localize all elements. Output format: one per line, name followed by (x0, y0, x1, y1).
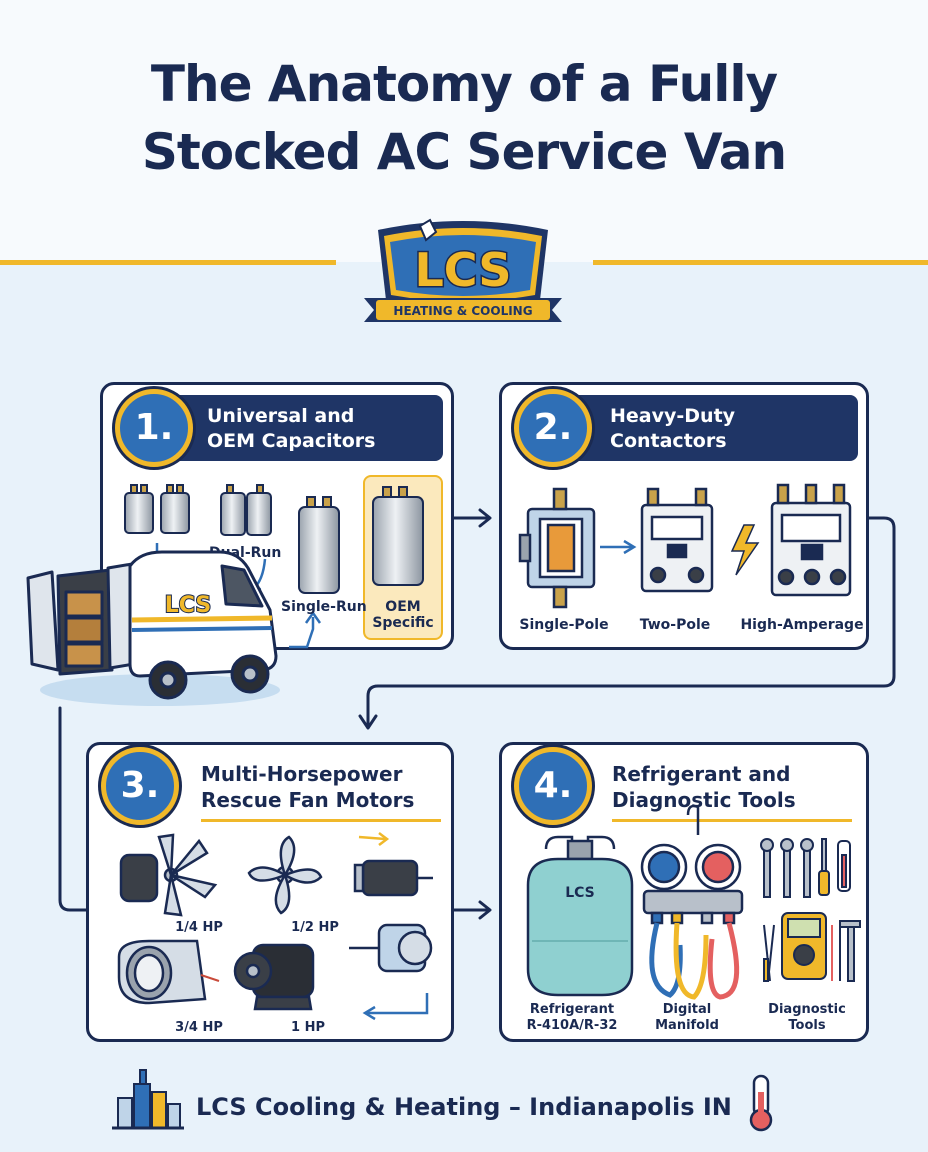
label-one-hp: 1 HP (291, 1020, 325, 1035)
label-tools: Tools (788, 1018, 826, 1033)
refrigerant-tank-icon (526, 835, 634, 997)
logo-tagline: HEATING & COOLING (393, 304, 532, 318)
label-half-hp: 1/2 HP (291, 920, 339, 935)
step-4-badge: 4. (514, 747, 592, 825)
refrigerant-tools-illustration: LCS (526, 804, 861, 1000)
thermometer-tool-icon (837, 840, 851, 892)
multimeter-icon (781, 912, 841, 981)
snowflake-flame-icon (418, 218, 438, 242)
label-oem: OEM (385, 599, 421, 615)
fan-motors-header: Multi-Horsepower Rescue Fan Motors (201, 761, 414, 813)
contactors-title-line-1: Heavy-Duty (610, 405, 736, 427)
title-rule-left (0, 260, 336, 265)
pliers-icon (763, 924, 775, 982)
manifold-gauge-icon (640, 804, 744, 925)
fan-motors-illustration (117, 832, 433, 1021)
contactors-header: Heavy-Duty Contactors (546, 395, 858, 461)
motor-with-fan-icon (349, 923, 433, 973)
high-amperage-contactor-icon (770, 483, 852, 597)
capacitors-header: Universal and OEM Capacitors (147, 395, 443, 461)
title-rule-right (593, 260, 928, 265)
header-band (0, 0, 928, 262)
screwdriver-icon (818, 838, 830, 896)
half-hp-fan-blade-icon (247, 835, 323, 915)
label-three-quarter-hp: 3/4 HP (175, 1020, 223, 1035)
label-refrigerant-types: R-410A/R-32 (526, 1018, 618, 1033)
refrigerant-tools-title-line-1: Refrigerant and (612, 762, 791, 786)
label-dual-run: Dual-Run (209, 545, 282, 561)
panel-refrigerant-tools: 4. Refrigerant and Diagnostic Tools LCS (499, 742, 869, 1042)
three-quarter-hp-blower-icon (117, 939, 220, 1005)
step-3-badge: 3. (101, 747, 179, 825)
step-2-badge: 2. (514, 389, 592, 467)
lightning-icon (730, 524, 760, 576)
footer-text: LCS Cooling & Heating – Indianapolis IN (196, 1093, 732, 1121)
wrench-icon (760, 838, 814, 898)
small-motor-icon (353, 859, 433, 897)
contactors-title-line-2: Contactors (610, 430, 727, 452)
single-run-capacitor-icon (298, 496, 340, 594)
step-1-badge: 1. (115, 389, 193, 467)
single-pole-contactor-icon (518, 487, 596, 609)
refrigerant-tools-header: Refrigerant and Diagnostic Tools (612, 761, 796, 813)
one-hp-motor-icon (233, 943, 315, 1011)
page-title: The Anatomy of a Fully Stocked AC Servic… (0, 50, 928, 186)
refrigerant-tools-title-line-2: Diagnostic Tools (612, 788, 796, 812)
manifold-hoses (649, 922, 740, 1000)
label-diagnostic: Diagnostic (768, 1002, 846, 1017)
capacitors-illustration (124, 484, 424, 649)
refrigerant-tools-underline (612, 819, 852, 822)
tank-logo: LCS (565, 885, 595, 901)
fan-motors-title-line-1: Multi-Horsepower (201, 762, 403, 786)
logo-mark: LCS (414, 243, 511, 297)
panel-contactors: Heavy-Duty Contactors 2. (499, 382, 869, 650)
caliper-icon (839, 920, 861, 982)
quarter-hp-motor-icon (119, 833, 218, 917)
panel-capacitors: Universal and OEM Capacitors 1. (100, 382, 454, 650)
fan-motors-underline (201, 819, 441, 822)
capacitor-pair-icon (124, 484, 190, 534)
label-refrigerant: Refrigerant (529, 1002, 615, 1017)
label-digital: Digital (662, 1002, 712, 1017)
lcs-logo: LCS HEATING & COOLING (364, 218, 562, 322)
title-line-2: Stocked AC Service Van (141, 123, 787, 181)
label-manifold: Manifold (655, 1018, 719, 1033)
capacitors-title-line-2: OEM Capacitors (207, 430, 376, 452)
capacitors-title-line-1: Universal and (207, 405, 355, 427)
two-pole-contactor-icon (640, 487, 714, 593)
label-two-pole: Two-Pole (639, 617, 711, 633)
dual-run-capacitor-icon (220, 484, 272, 536)
label-quarter-hp: 1/4 HP (175, 920, 223, 935)
panel-fan-motors: 3. Multi-Horsepower Rescue Fan Motors (86, 742, 454, 1042)
label-specific: Specific (372, 615, 434, 631)
label-single-run: Single-Run (281, 599, 367, 615)
oem-capacitor-icon (372, 486, 424, 586)
contactors-illustration (518, 483, 852, 609)
label-high-amperage: High-Amperage (740, 617, 864, 633)
fan-motors-title-line-2: Rescue Fan Motors (201, 788, 415, 812)
label-single-pole: Single-Pole (519, 617, 609, 633)
title-line-1: The Anatomy of a Fully (150, 55, 778, 113)
